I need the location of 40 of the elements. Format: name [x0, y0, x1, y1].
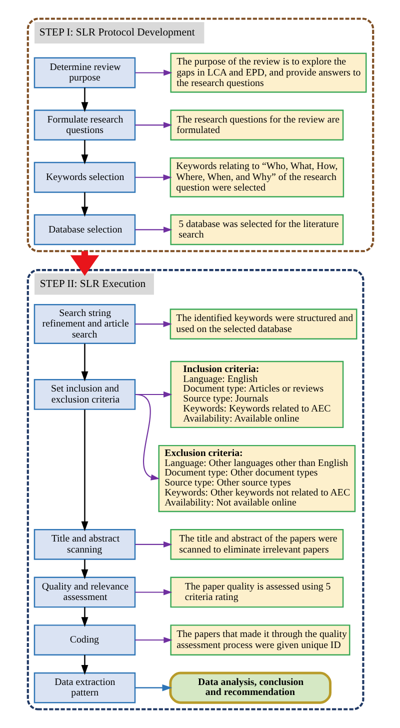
node-box: The paper quality is assessed using 5 criteria rating — [170, 576, 344, 608]
arrow — [134, 122, 172, 128]
node-box: Exclusion criteria: Language: Other languages other than English Document type: Other document types Source type: Other source types Keywords: Other keywords not related to AEC Availability: Not available online — [158, 444, 356, 512]
arrow — [80, 410, 88, 532]
node-box: Inclusion criteria: Language: English Document type: Articles or reviews Source type: Journals Keywords: Keywords related to AEC Availability: Available online — [170, 360, 344, 428]
arrow — [134, 226, 172, 233]
arrow — [134, 589, 172, 596]
node-box: Data extraction pattern — [33, 672, 136, 704]
node-box: Coding — [33, 624, 136, 656]
node-box: Quality and relevance assessment — [33, 576, 136, 608]
node-box: 5 database was selected for the literature search — [170, 214, 344, 246]
arrow — [134, 320, 172, 328]
node-box: The papers that made it through the quality assessment process were given unique ID — [170, 624, 350, 656]
arrow — [134, 636, 172, 644]
arrow — [134, 541, 172, 548]
node-box: The purpose of the review is to explore the gaps in LCA and EPD, and provide answers to the research questions — [170, 52, 366, 93]
arrow — [134, 684, 172, 692]
node-box: Database selection — [33, 214, 136, 246]
arrow — [80, 607, 88, 628]
node-box: Data analysis, conclusion and recommendation — [168, 672, 331, 704]
arrow — [135, 394, 160, 480]
arrow — [134, 391, 172, 398]
node-box: Keywords selection — [33, 162, 136, 193]
node-box: The title and abstract of the papers were scanned to eliminate irrelevant papers — [170, 529, 344, 560]
arrow — [80, 140, 88, 164]
node-box: Formulate research questions — [33, 110, 136, 140]
arrow — [80, 192, 88, 217]
node-box: Determine review purpose — [33, 57, 136, 88]
node-box: Set inclusion and exclusion criteria — [33, 379, 136, 410]
node-box: Search string refinement and article search — [33, 304, 136, 344]
arrow — [80, 344, 88, 382]
arrow — [80, 654, 88, 675]
arrow — [80, 88, 88, 112]
node-box: Keywords relating to “Who, What, How, Where, When, and Why” of the research question were selected — [169, 157, 344, 198]
node-box: The research questions for the review are formulated — [170, 110, 344, 140]
arrow — [80, 559, 88, 580]
node-box: The identified keywords were structured and used on the selected database — [169, 308, 357, 340]
node-box: Title and abstract scanning — [33, 529, 136, 560]
arrow — [134, 70, 172, 76]
arrow — [134, 174, 172, 180]
